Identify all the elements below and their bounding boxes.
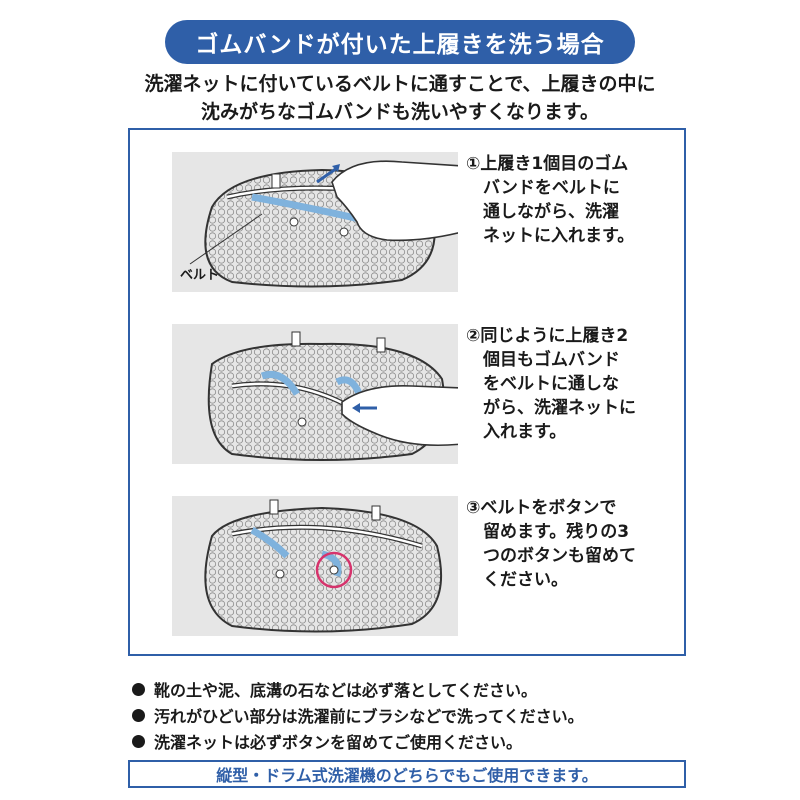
- step-3-text: ③ベルトをボタンで 留めます。残りの3 つのボタンも留めて ください。: [466, 498, 636, 590]
- step-1-text: ①上履き1個目のゴム バンドをベルトに 通しながら、洗濯 ネットに入れます。: [466, 154, 635, 246]
- subtitle: 洗濯ネットに付いているベルトに通すことで、上履きの中に 沈みがちなゴムバンドも洗…: [0, 70, 800, 126]
- bullet-icon: [132, 708, 145, 722]
- bullet-icon: [132, 734, 145, 748]
- laundry-net-icon: [189, 160, 458, 288]
- notes-list: 靴の土や泥、底溝の石などは必ず落としてください。 汚れがひどい部分は洗濯前にブラ…: [132, 676, 692, 754]
- note-text: 汚れがひどい部分は洗濯前にブラシなどで洗ってください。: [154, 707, 584, 726]
- list-item: 汚れがひどい部分は洗濯前にブラシなどで洗ってください。: [132, 702, 692, 728]
- hand-icon: [341, 385, 458, 446]
- list-item: 洗濯ネットは必ずボタンを留めてご使用ください。: [132, 728, 692, 754]
- arrow-icon: [332, 164, 340, 172]
- belt-callout-label: ベルト: [180, 268, 220, 283]
- note-text: 靴の土や泥、底溝の石などは必ず落としてください。: [154, 681, 538, 700]
- page-title: ゴムバンドが付いた上履きを洗う場合: [165, 20, 635, 64]
- button-highlight-icon: [315, 551, 353, 589]
- step-2-illustration: [172, 324, 458, 464]
- step-3-illustration: [172, 496, 458, 636]
- note-text: 洗濯ネットは必ずボタンを留めてご使用ください。: [154, 733, 523, 752]
- laundry-net-icon: [204, 499, 443, 633]
- laundry-net-icon: [207, 331, 458, 461]
- step-1-illustration: ベルト: [172, 152, 458, 292]
- arrow-icon: [352, 403, 360, 413]
- subtitle-line-2: 沈みがちなゴムバンドも洗いやすくなります。: [200, 101, 600, 123]
- instructions-panel: ベルト ①上履き1個目のゴム バンドをベルトに 通しながら、洗濯 ネットに入れま…: [128, 128, 686, 656]
- step-2-text: ②同じように上履き2 個目もゴムバンド をベルトに通しな がら、洗濯ネットに 入…: [466, 326, 636, 442]
- subtitle-line-1: 洗濯ネットに付いているベルトに通すことで、上履きの中に: [144, 73, 656, 95]
- list-item: 靴の土や泥、底溝の石などは必ず落としてください。: [132, 676, 692, 702]
- footer-note: 縦型・ドラム式洗濯機のどちらでもご使用できます。: [128, 760, 686, 788]
- bullet-icon: [132, 682, 145, 696]
- hand-icon: [331, 160, 458, 242]
